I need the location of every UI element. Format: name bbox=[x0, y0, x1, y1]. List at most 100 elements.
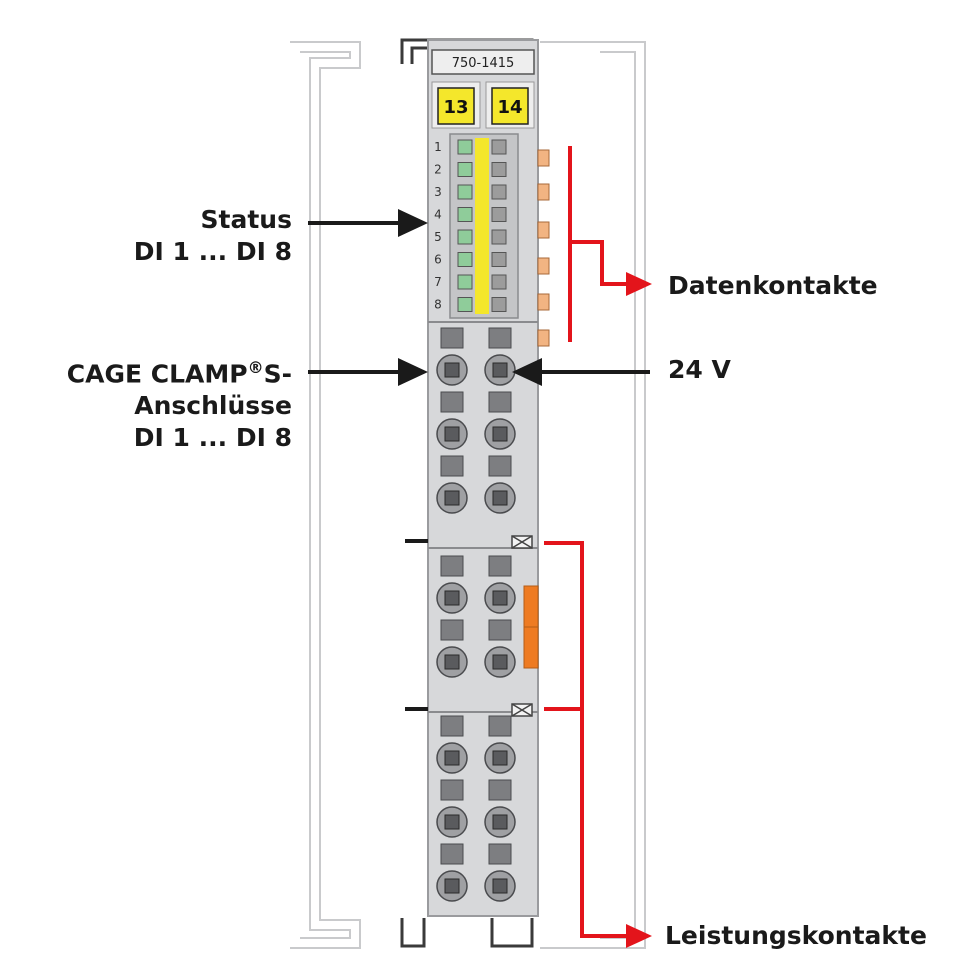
status-led-gray bbox=[491, 297, 507, 312]
terminal-marker-13 bbox=[437, 87, 475, 125]
status-led-gray bbox=[491, 274, 507, 290]
model-number: 750-1415 bbox=[452, 56, 515, 71]
led-yellow-strip bbox=[475, 138, 489, 314]
release-slot bbox=[488, 619, 512, 641]
data-contact bbox=[537, 329, 550, 347]
release-slot bbox=[440, 715, 464, 737]
datenkontakte-arrowhead bbox=[626, 272, 652, 296]
release-slot bbox=[488, 391, 512, 413]
led-channel-number: 6 bbox=[434, 253, 442, 267]
status-led-gray bbox=[491, 139, 507, 155]
status-led-green bbox=[457, 274, 473, 290]
clamp-terminal bbox=[436, 482, 468, 514]
data-contact bbox=[537, 149, 550, 167]
clamp-terminal bbox=[436, 870, 468, 902]
terminal-label-14: 14 bbox=[497, 97, 522, 118]
cage-clamp-label-line1: CAGE CLAMP®S- bbox=[67, 352, 292, 390]
registered-mark: ® bbox=[247, 358, 264, 377]
led-row: 1 bbox=[434, 139, 507, 155]
data-contact bbox=[537, 257, 550, 275]
cage-clamp-brand: CAGE CLAMP bbox=[66, 359, 248, 389]
leistungskontakte-arrowhead bbox=[626, 924, 652, 948]
status-led-green bbox=[457, 184, 473, 200]
release-slot bbox=[440, 555, 464, 577]
clamp-terminal bbox=[484, 646, 516, 678]
status-led-green bbox=[457, 252, 473, 267]
clamp-terminal bbox=[484, 582, 516, 614]
data-contact bbox=[537, 293, 550, 311]
terminal-label-13: 13 bbox=[443, 97, 468, 118]
status-led-green bbox=[457, 139, 473, 155]
data-contact bbox=[537, 183, 550, 201]
cage-clamp-suffix: S- bbox=[263, 359, 292, 389]
clamp-terminal bbox=[436, 582, 468, 614]
release-slot bbox=[488, 779, 512, 801]
terminal-marker-14 bbox=[491, 87, 529, 125]
cage-clamp-label-line3: DI 1 ... DI 8 bbox=[133, 423, 292, 453]
status-led-gray bbox=[491, 184, 507, 200]
clamp-terminal bbox=[436, 646, 468, 678]
cage-clamp-label: CAGE CLAMP®S- Anschlüsse DI 1 ... DI 8 bbox=[67, 352, 292, 454]
status-led-green bbox=[457, 229, 473, 245]
status-led-gray bbox=[491, 162, 507, 177]
terminal-markers: 13 14 bbox=[431, 81, 535, 129]
led-row: 7 bbox=[434, 274, 507, 290]
status-led-green bbox=[457, 297, 473, 312]
clamp-terminal bbox=[436, 806, 468, 838]
release-slot bbox=[440, 327, 464, 349]
release-slot bbox=[440, 779, 464, 801]
voltage-arrowhead bbox=[512, 358, 542, 386]
release-slot bbox=[440, 843, 464, 865]
led-channel-number: 2 bbox=[434, 163, 442, 177]
status-label: Status DI 1 ... DI 8 bbox=[134, 204, 292, 268]
bottom-latch bbox=[400, 918, 534, 948]
clamp-terminal bbox=[436, 742, 468, 774]
status-arrowhead bbox=[398, 209, 428, 237]
led-rows: 1 2 3 4 5 6 7 8 bbox=[434, 139, 507, 312]
datenkontakte-label: Datenkontakte bbox=[668, 271, 878, 300]
led-row: 4 bbox=[434, 207, 507, 222]
led-row: 5 bbox=[434, 229, 507, 245]
clamp-terminal bbox=[484, 482, 516, 514]
led-channel-number: 1 bbox=[434, 140, 442, 154]
led-row: 3 bbox=[434, 184, 507, 200]
release-slot bbox=[488, 715, 512, 737]
data-contacts bbox=[537, 149, 550, 347]
ghost-module-right bbox=[540, 41, 646, 949]
model-label-plate bbox=[431, 49, 535, 75]
leistungskontakte-label: Leistungskontakte bbox=[665, 921, 927, 950]
leistungskontakte-bracket bbox=[544, 541, 628, 938]
pointer-arrows bbox=[308, 221, 650, 374]
clamp-terminal bbox=[484, 418, 516, 450]
clamp-terminal bbox=[484, 354, 516, 386]
led-channel-number: 8 bbox=[434, 298, 442, 312]
clamp-terminal bbox=[484, 806, 516, 838]
clamp-terminal bbox=[436, 418, 468, 450]
voltage-label: 24 V bbox=[668, 355, 731, 384]
clamp-terminal bbox=[484, 870, 516, 902]
release-slot bbox=[488, 555, 512, 577]
status-led-green bbox=[457, 162, 473, 177]
led-row: 6 bbox=[434, 252, 507, 267]
power-contact-markers bbox=[511, 535, 533, 717]
status-led-green bbox=[457, 207, 473, 222]
release-slot bbox=[488, 455, 512, 477]
cage-clamp-label-line2: Anschlüsse bbox=[134, 391, 292, 421]
clamp-terminal bbox=[436, 354, 468, 386]
led-channel-number: 4 bbox=[434, 208, 442, 222]
release-slot bbox=[488, 843, 512, 865]
status-led-gray bbox=[491, 252, 507, 267]
clamp-terminal bbox=[484, 742, 516, 774]
datenkontakte-bracket bbox=[568, 146, 628, 342]
release-slot bbox=[488, 327, 512, 349]
led-row: 2 bbox=[434, 162, 507, 177]
release-slot bbox=[440, 619, 464, 641]
status-led-gray bbox=[491, 207, 507, 222]
ghost-module-left bbox=[290, 41, 361, 949]
power-contact-stubs bbox=[405, 539, 428, 711]
led-row: 8 bbox=[434, 297, 507, 312]
status-led-gray bbox=[491, 229, 507, 245]
status-label-line2: DI 1 ... DI 8 bbox=[133, 237, 292, 266]
status-label-line1: Status bbox=[200, 205, 292, 234]
